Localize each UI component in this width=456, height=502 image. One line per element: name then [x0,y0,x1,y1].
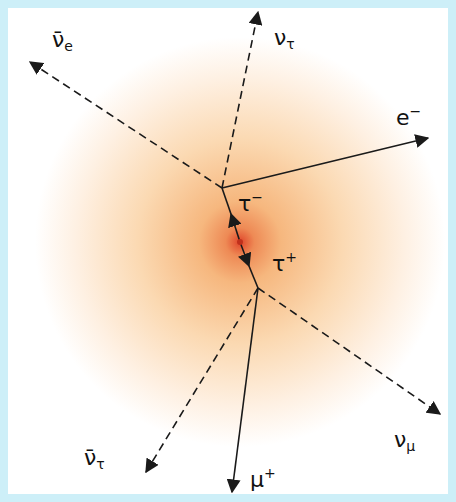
particle-label: ν̄τ [84,446,105,472]
tau-track [249,266,258,288]
neutrino-track [30,62,222,188]
particle-label: ν̄e [52,28,73,54]
neutrino-track [222,12,258,188]
muon-track [232,288,258,492]
particle-label: e− [396,104,421,130]
particle-label: νμ [394,428,415,454]
tracks [30,12,440,492]
tau-track [240,242,249,266]
particle-label: μ+ [250,466,276,492]
glow [8,8,448,494]
particle-label: τ− [238,190,263,216]
tau-track [231,214,240,242]
electron-track [222,138,428,188]
collision-point [237,239,243,245]
neutrino-track [146,288,258,472]
neutrino-track [258,288,440,414]
panel [8,8,448,494]
tau-track [222,188,231,214]
particle-label: ντ [274,26,295,52]
particle-label: τ+ [272,250,297,276]
